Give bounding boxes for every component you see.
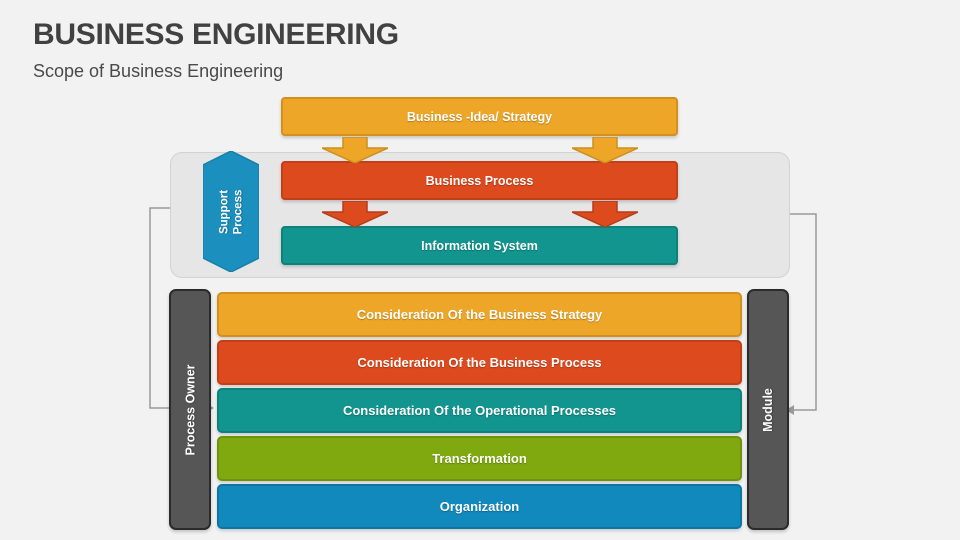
down-arrow-icon-process-right [572, 201, 638, 227]
side-bar-process-owner-label: Process Owner [183, 363, 198, 456]
flow-box-information-system[interactable]: Information System [281, 226, 678, 265]
scope-row-business-strategy[interactable]: Consideration Of the Business Strategy [217, 292, 742, 337]
scope-row-business-process[interactable]: Consideration Of the Business Process [217, 340, 742, 385]
page-subtitle: Scope of Business Engineering [33, 61, 284, 81]
down-arrow-icon-strategy-right [572, 137, 638, 163]
page-title: BUSINESS ENGINEERING [33, 18, 399, 51]
flow-box-business-idea-strategy[interactable]: Business -Idea/ Strategy [281, 97, 678, 136]
support-process-label-line1: Support [217, 189, 230, 234]
flow-box-business-process[interactable]: Business Process [281, 161, 678, 200]
scope-row-organization[interactable]: Organization [217, 484, 742, 529]
side-bar-module[interactable] [747, 289, 789, 530]
down-arrow-icon-strategy-left [322, 137, 388, 163]
connector-line-right [780, 200, 860, 420]
support-process-label-line2: Process [231, 189, 244, 234]
side-bar-process-owner[interactable] [169, 289, 211, 530]
side-bar-process-owner-label-wrapper: Process Owner [169, 289, 211, 530]
support-process-label-wrapper: Support Process [203, 151, 259, 272]
side-bar-module-label-wrapper: Module [747, 289, 789, 530]
support-process-shape [203, 151, 259, 272]
scope-row-operational-processes[interactable]: Consideration Of the Operational Process… [217, 388, 742, 433]
scope-row-transformation[interactable]: Transformation [217, 436, 742, 481]
down-arrow-icon-process-left [322, 201, 388, 227]
side-bar-module-label: Module [761, 387, 775, 432]
